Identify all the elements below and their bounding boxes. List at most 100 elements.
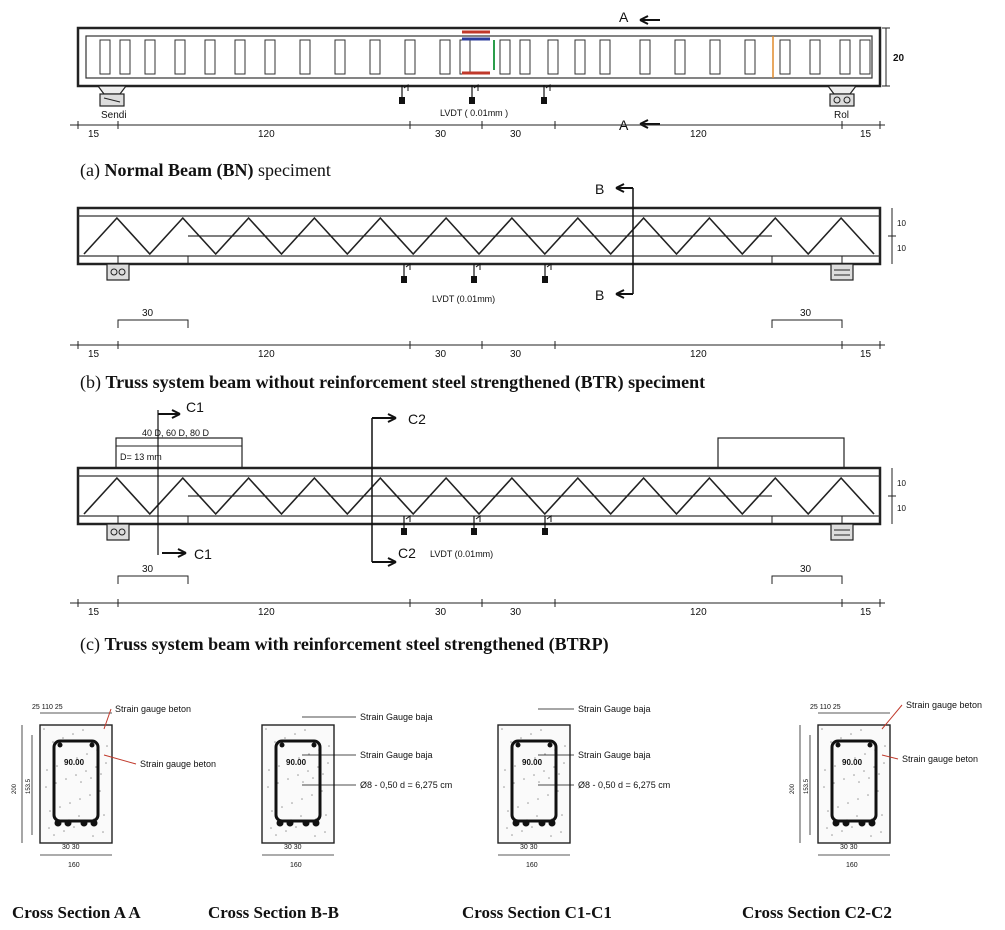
lvdt-icon — [399, 84, 409, 104]
dimension-label: 120 — [690, 607, 707, 618]
lvdt-label-a: LVDT ( 0.01mm ) — [440, 108, 508, 118]
section-title-aa: Cross Section A A — [12, 903, 141, 922]
stirrup — [674, 39, 686, 75]
plate-note-2: D= 13 mm — [120, 452, 162, 462]
dimension-label: 15 — [860, 129, 872, 140]
stirrup — [779, 39, 791, 75]
plate-label-right-c: 30 — [800, 564, 812, 575]
caption-a-letter: (a) — [80, 160, 100, 180]
support-left-a — [96, 85, 128, 107]
lvdt-icon — [469, 84, 479, 104]
section-c2-bottom-label: C2 — [398, 545, 416, 561]
caption-c-text: Truss system beam with reinforcement ste… — [104, 634, 609, 654]
beam-a-stirrups — [99, 39, 871, 75]
dimension-label: 30 — [435, 607, 447, 618]
dimension-label: 120 — [258, 607, 275, 618]
stirrup — [809, 39, 821, 75]
section-c2-bottom-arrow — [372, 557, 397, 567]
support-right-b — [830, 263, 854, 281]
dimension-label: 15 — [860, 349, 872, 360]
stirrup — [547, 39, 559, 75]
plate-box-right-c — [717, 437, 845, 469]
lvdt-gauges-a — [399, 84, 551, 104]
dimension-label: 15 — [88, 349, 100, 360]
plate-right-b — [771, 256, 843, 265]
dimension-label: 30 — [510, 607, 522, 618]
section-c1-bottom-label: C1 — [194, 546, 212, 562]
height-label-b-top: 10 — [897, 219, 906, 228]
stirrup — [599, 39, 611, 75]
top-dims: 25 110 25 — [810, 704, 841, 711]
stirrup — [709, 39, 721, 75]
width-label: 160 — [68, 862, 80, 869]
support-right-label: Rol — [834, 110, 849, 121]
caption-b-letter: (b) — [80, 372, 101, 392]
plate-dim-left-b — [117, 319, 189, 328]
caption-a: (a) Normal Beam (BN) speciment — [80, 160, 331, 181]
width-label: 160 — [846, 862, 858, 869]
lvdt-icon — [471, 515, 481, 535]
section-c1-bottom-arrow — [162, 548, 187, 558]
section-annotation: Ø8 - 0,50 d = 6,275 cm — [360, 780, 452, 790]
stirrup — [439, 39, 451, 75]
stirrup — [404, 39, 416, 75]
bottom-dims: 30 30 — [284, 844, 302, 851]
lvdt-icon — [542, 515, 552, 535]
truss-diagonals-c — [83, 476, 875, 516]
section-annotation: Strain gauge beton — [115, 704, 191, 714]
section-annotation: Strain gauge beton — [140, 759, 216, 769]
caption-a-bold: Normal Beam (BN) — [104, 160, 254, 180]
section-a-top-arrow — [639, 15, 660, 25]
dimension-label: 120 — [258, 129, 275, 140]
beam-a-outline — [76, 26, 882, 88]
section-b-top-arrow — [615, 183, 633, 193]
caption-a-rest: speciment — [253, 160, 331, 180]
stirrup — [334, 39, 346, 75]
beam-c-outline — [76, 466, 882, 526]
core-label: 90.00 — [842, 758, 863, 767]
dimension-label: 30 — [510, 129, 522, 140]
height-label-a: 20 — [893, 53, 905, 64]
height-label-c-bottom: 10 — [897, 504, 906, 513]
section-title-c1: Cross Section C1-C1 — [462, 903, 612, 922]
section-annotation: Strain Gauge baja — [578, 704, 651, 714]
stirrup — [859, 39, 871, 75]
dimension-label: 30 — [435, 129, 447, 140]
beam-a-inner-cage — [85, 35, 873, 79]
top-dims: 25 110 25 — [32, 704, 63, 711]
side-dim-outer: 200 — [790, 783, 796, 794]
section-c2-top-label: C2 — [408, 411, 426, 427]
section-annotation: Strain Gauge baja — [360, 750, 433, 760]
support-left-b — [106, 263, 130, 281]
plate-dim-right-b — [771, 319, 843, 328]
stirrup — [574, 39, 586, 75]
stirrup — [499, 39, 511, 75]
section-annotation: Strain gauge beton — [906, 700, 982, 710]
stirrup — [174, 39, 186, 75]
stirrup — [519, 39, 531, 75]
dimension-label: 30 — [510, 349, 522, 360]
section-c2-top-arrow — [372, 413, 397, 423]
dimension-label: 120 — [690, 349, 707, 360]
stirrup — [639, 39, 651, 75]
stirrup — [119, 39, 131, 75]
support-left-label: Sendi — [101, 110, 127, 121]
section-b-bottom-label: B — [595, 287, 604, 303]
support-right-a — [826, 85, 858, 107]
bottom-dims: 30 30 — [62, 844, 80, 851]
dimension-label: 15 — [88, 129, 100, 140]
stirrup — [369, 39, 381, 75]
lvdt-label-b: LVDT (0.01mm) — [432, 294, 495, 304]
caption-b-text: Truss system beam without reinforcement … — [105, 372, 706, 392]
stirrup — [744, 39, 756, 75]
section-annotation: Strain Gauge baja — [360, 712, 433, 722]
